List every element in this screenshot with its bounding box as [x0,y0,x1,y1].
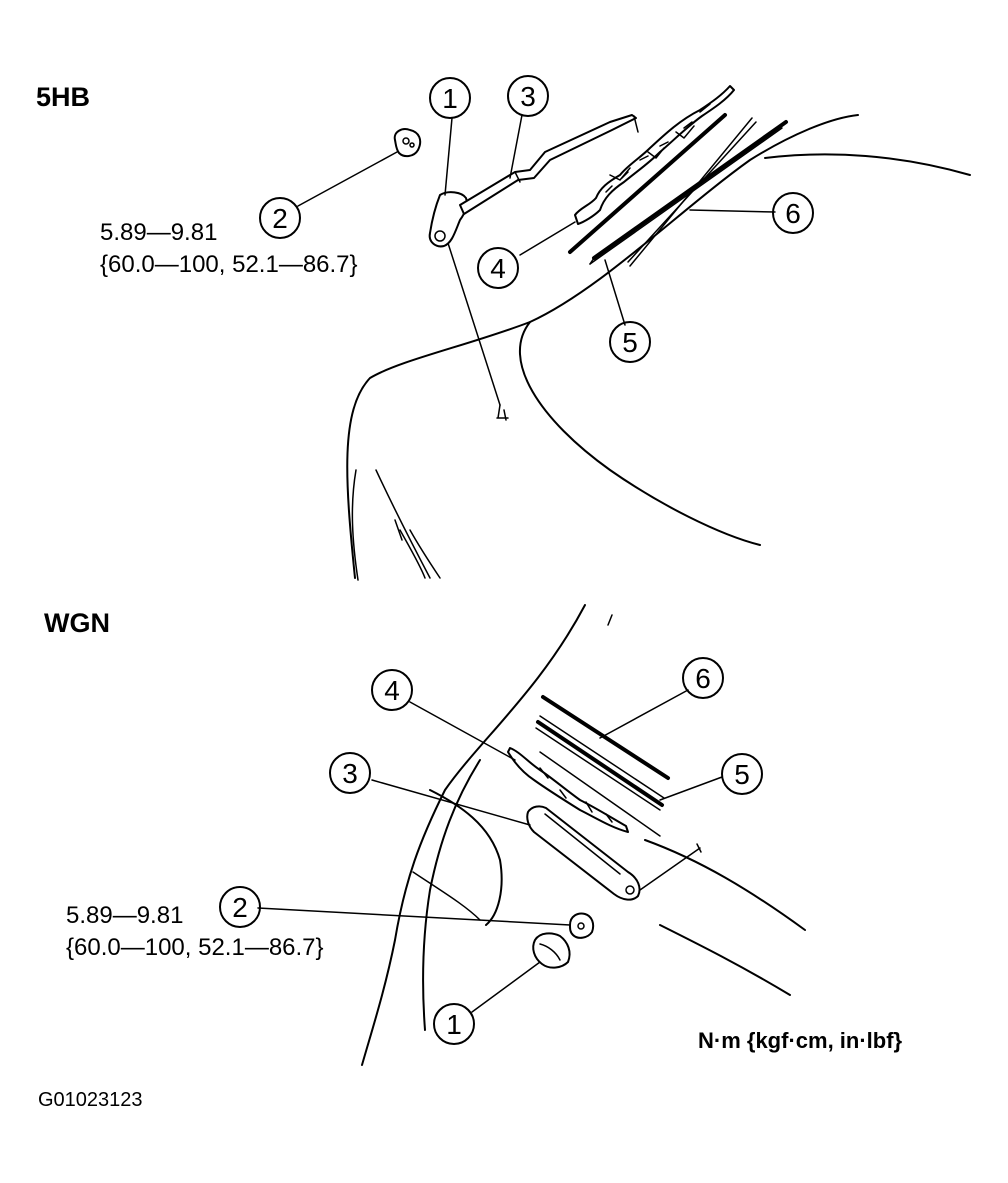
hatchback-diagram: 1 2 3 4 5 6 [259,75,971,581]
svg-text:6: 6 [695,663,711,694]
hatchback-wiper-arm-pivot [428,191,468,248]
hatchback-spindle-line [446,239,501,406]
hatchback-callout-4: 4 [477,247,519,289]
torque-range-nm: 5.89—9.81 [66,902,184,929]
wagon-callout-5: 5 [721,753,763,795]
hatchback-leader-1 [444,117,453,196]
wagon-callout-4: 4 [371,669,413,711]
wagon-leader-6 [599,689,689,739]
wagon-diagram: 1 2 3 4 5 6 [219,604,806,1066]
svg-text:1: 1 [442,83,458,114]
hatchback-leader-3 [509,114,523,179]
wagon-cap-nut [569,912,595,939]
wagon-blade-rubber [536,720,664,807]
section-title-hatchback: 5HB [36,82,91,112]
hatchback-blade-rubber [592,120,788,260]
svg-text:5: 5 [622,327,638,358]
torque-range-nm: 5.89—9.81 [100,219,218,246]
hatchback-callout-6: 6 [772,192,814,234]
svg-text:6: 6 [785,198,801,229]
hatchback-callout-5: 5 [609,321,651,363]
hatchback-wiper-arm [459,114,637,215]
wagon-spindle-line [639,847,701,891]
wagon-leader-1 [471,961,541,1013]
svg-text:2: 2 [232,892,248,923]
torque-range-alt-units: {60.0—100, 52.1—86.7} [100,251,358,279]
wagon-callout-1: 1 [433,1003,475,1045]
wagon-blade-refill [541,695,670,780]
svg-text:3: 3 [520,81,536,112]
svg-text:2: 2 [272,203,288,234]
wagon-leader-4 [409,701,516,761]
wagon-body-outline [361,604,806,1066]
hatchback-wiper-blade-frame [574,85,735,225]
wagon-callout-3: 3 [329,752,371,794]
wagon-leader-2 [257,907,571,926]
torque-spec-wagon: 5.89—9.81 {60.0—100, 52.1—86.7} [66,900,324,965]
wagon-leader-3 [371,779,531,826]
hatchback-leader-4 [519,221,576,256]
torque-units-note: N·m {kgf·cm, in·lbf} [698,1028,903,1053]
wagon-leader-5 [659,776,723,801]
torque-spec-hatchback: 5.89—9.81 {60.0—100, 52.1—86.7} [100,217,358,282]
section-title-wagon: WGN [44,608,110,638]
hatchback-callout-1: 1 [429,77,471,119]
hatchback-leader-2 [297,151,398,207]
torque-range-alt-units: {60.0—100, 52.1—86.7} [66,934,324,962]
hatchback-leader-6 [689,209,776,213]
wagon-wiper-arm [526,805,641,901]
hatchback-callout-2: 2 [259,197,301,239]
hatchback-pivot-hole [434,230,446,242]
svg-text:3: 3 [342,758,358,789]
hatchback-cap-nut [393,128,422,158]
hatchback-blade-refill [568,113,727,254]
wagon-callout-6: 6 [682,657,724,699]
figure-code: G01023123 [38,1089,143,1111]
svg-text:5: 5 [734,759,750,790]
svg-text:4: 4 [384,675,400,706]
hatchback-spindle-tip [496,404,509,421]
wagon-wiper-blade-frame [507,747,629,833]
svg-text:1: 1 [446,1009,462,1040]
hatchback-body-outline [346,114,971,581]
wagon-callout-2: 2 [219,886,261,928]
hatchback-callout-3: 3 [507,75,549,117]
hatchback-leader-5 [604,259,626,326]
svg-text:4: 4 [490,253,506,284]
wagon-pivot-hole [625,885,635,895]
